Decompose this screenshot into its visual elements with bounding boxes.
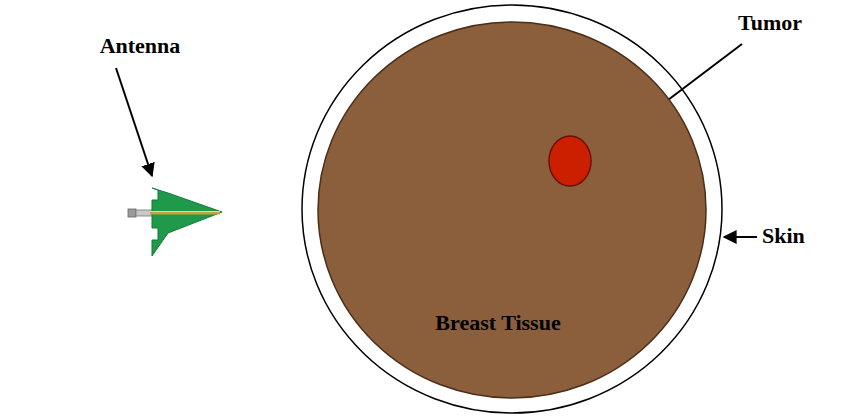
- tissue-region: Breast Tissue: [318, 22, 706, 398]
- region-label: Breast Tissue: [435, 310, 560, 336]
- part-label: Skin: [762, 223, 805, 249]
- tissue-shape: [318, 22, 706, 398]
- leader-line: [724, 236, 757, 238]
- leader-line: [116, 68, 152, 176]
- tissue-outline: [318, 22, 706, 398]
- part-label: Antenna: [100, 33, 181, 59]
- antenna-symbol: [128, 188, 222, 256]
- skin-outline: [302, 5, 722, 413]
- part-label: Tumor: [738, 10, 802, 36]
- tumor-shape: [549, 136, 591, 186]
